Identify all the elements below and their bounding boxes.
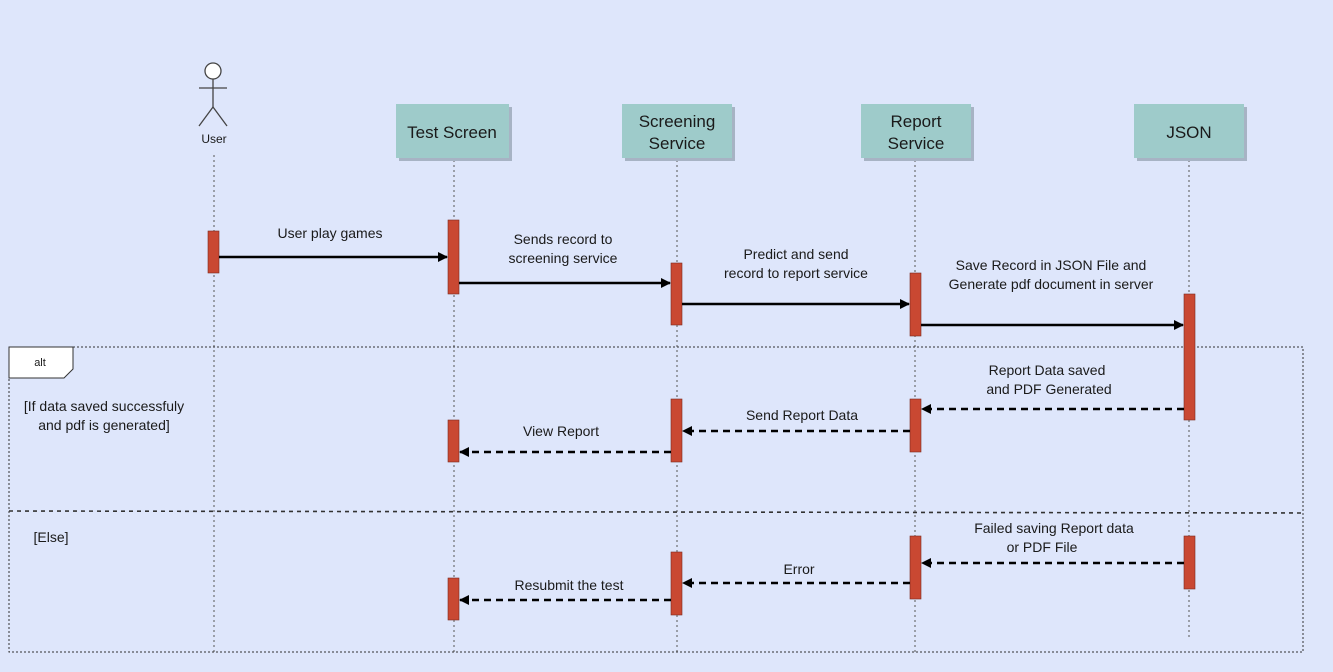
ret-view-report-label: View Report <box>523 423 599 439</box>
participant-json: JSON <box>1134 104 1247 161</box>
alt-fragment-frame <box>8 346 1304 653</box>
activation-report-2 <box>909 398 922 453</box>
activation-user <box>207 230 220 274</box>
ret-failed-saving-label-1: Failed saving Report data <box>974 520 1134 536</box>
msg-predict-label-1: Predict and send <box>743 246 848 262</box>
participant-report-label-1: Report <box>890 112 941 131</box>
msg-predict-label-2: record to report service <box>724 265 868 281</box>
ret-resubmit-label: Resubmit the test <box>515 577 624 593</box>
else-guard-label: [Else] <box>33 529 68 545</box>
activation-report-1 <box>909 272 922 337</box>
alt-operator-label: alt <box>34 357 46 369</box>
msg-send-record-label-1: Sends record to <box>514 231 613 247</box>
participant-screening-label-1: Screening <box>639 112 716 131</box>
activation-report-3 <box>909 535 922 600</box>
participant-screening-label-2: Service <box>649 134 706 153</box>
activation-screening-1 <box>670 262 683 326</box>
alt-operator-tab <box>8 346 74 379</box>
activation-test-screen-3 <box>447 577 460 621</box>
activation-test-screen-1 <box>447 219 460 295</box>
ret-error-label: Error <box>783 561 814 577</box>
msg-user-play-games-label: User play games <box>277 225 382 241</box>
participant-test-screen: Test Screen <box>396 104 512 161</box>
msg-send-record-label-2: screening service <box>509 250 618 266</box>
participant-json-label: JSON <box>1166 123 1211 142</box>
msg-save-record-label-2: Generate pdf document in server <box>949 276 1154 292</box>
ret-send-report-data-label: Send Report Data <box>746 407 858 423</box>
participant-report-label-2: Service <box>888 134 945 153</box>
actor-user-label: User <box>201 132 226 146</box>
activation-test-screen-2 <box>447 419 460 463</box>
user-actor-icon <box>198 62 228 127</box>
alt-guard-line-2: and pdf is generated] <box>38 417 170 433</box>
participant-report-service: Report Service <box>861 104 974 161</box>
participant-test-screen-label: Test Screen <box>407 123 497 142</box>
activation-json-2 <box>1183 535 1196 590</box>
ret-report-saved-label-2: and PDF Generated <box>986 381 1111 397</box>
else-separator <box>8 510 1304 514</box>
ret-failed-saving-label-2: or PDF File <box>1007 539 1078 555</box>
alt-guard-line-1: [If data saved successfuly <box>24 398 184 414</box>
activation-screening-3 <box>670 551 683 616</box>
activation-json-1 <box>1183 293 1196 421</box>
msg-save-record-label-1: Save Record in JSON File and <box>956 257 1147 273</box>
activation-screening-2 <box>670 398 683 463</box>
participant-screening-service: Screening Service <box>622 104 735 161</box>
ret-report-saved-label-1: Report Data saved <box>989 362 1106 378</box>
